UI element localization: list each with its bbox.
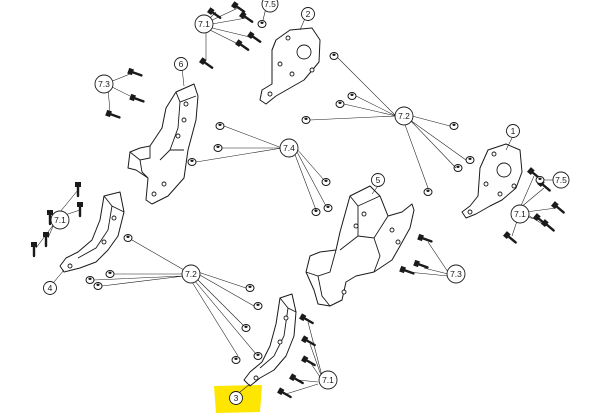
nut-icon [311, 208, 321, 216]
balloon-7-1-right: 7.1 [510, 204, 530, 224]
bolt-icon [77, 202, 83, 218]
nut-icon [241, 324, 251, 332]
nut-icon [187, 158, 197, 166]
balloon-3: 3 [229, 391, 243, 405]
balloon-label: 5 [376, 175, 381, 185]
nut-icon [215, 122, 225, 130]
nut-icon [535, 176, 545, 184]
bolt-icon [503, 231, 517, 244]
nut-icon [123, 234, 133, 242]
balloon-label: 7.3 [98, 79, 110, 89]
balloon-7-1-left: 7.1 [50, 210, 70, 230]
bolt-icon [75, 182, 81, 198]
balloon-4: 4 [43, 281, 57, 295]
balloon-7-3-right: 7.3 [446, 264, 466, 284]
part-2-plate [259, 27, 321, 105]
balloon-7-5-top: 7.5 [261, 0, 279, 13]
balloon-7-4: 7.4 [279, 138, 299, 158]
nut-icon [301, 116, 311, 124]
balloon-7-1-bottom: 7.1 [318, 370, 338, 390]
nut-icon [323, 204, 333, 212]
nuts [85, 20, 545, 364]
bolt-icon [239, 11, 254, 23]
bolt-icon [235, 39, 250, 51]
bolt-icon [417, 233, 433, 243]
nut-icon [465, 156, 475, 164]
bolt-icon [413, 259, 429, 269]
balloon-label: 7.1 [54, 215, 66, 225]
balloon-label: 7.1 [514, 209, 526, 219]
balloon-label: 7.3 [450, 269, 462, 279]
bolt-icon [299, 313, 314, 325]
part-6-mount [127, 83, 199, 205]
nut-icon [321, 178, 331, 186]
balloon-label: 2 [306, 9, 311, 19]
bolt-icon [301, 355, 316, 367]
bolt-icon [289, 373, 304, 385]
balloon-7-3-left: 7.3 [94, 74, 114, 94]
balloon-label: 6 [179, 59, 184, 69]
balloon-label: 3 [234, 393, 239, 403]
balloon-2: 2 [301, 7, 315, 21]
nut-icon [253, 352, 263, 360]
nut-icon [347, 92, 357, 100]
balloon-label: 4 [48, 283, 53, 293]
leader-lines [35, 7, 557, 395]
part-3-bracket [243, 293, 297, 387]
nut-icon [105, 270, 115, 278]
balloon-label: 7.1 [322, 375, 334, 385]
bolt-icon [399, 265, 415, 275]
nut-icon [253, 302, 263, 310]
nut-icon [213, 144, 223, 152]
nut-icon [453, 164, 463, 172]
bolt-icon [47, 210, 53, 226]
bolt-icon [31, 242, 37, 258]
balloon-7-1-top: 7.1 [194, 14, 214, 34]
bolt-icon [43, 232, 49, 248]
balloon-label: 7.5 [264, 0, 276, 9]
nut-icon [423, 188, 433, 196]
balloon-label: 7.2 [185, 269, 197, 279]
part-5-mount [305, 185, 415, 307]
bolt-icon [199, 57, 214, 69]
bolt-icon [277, 387, 292, 399]
bolts [31, 1, 565, 399]
balloon-label: 7.2 [398, 111, 410, 121]
nut-icon [257, 20, 267, 28]
balloon-5: 5 [371, 173, 385, 187]
balloon-label: 7.4 [283, 143, 295, 153]
part-1-plate [461, 143, 523, 219]
nut-icon [329, 52, 339, 60]
nut-icon [449, 122, 459, 130]
nut-icon [93, 282, 103, 290]
bolt-icon [105, 109, 121, 119]
bolt-icon [247, 31, 262, 43]
balloon-7-5-right: 7.5 [552, 171, 570, 189]
nut-icon [245, 284, 255, 292]
nut-icon [85, 276, 95, 284]
nut-icon [231, 356, 241, 364]
bolt-icon [127, 67, 143, 77]
balloon-label: 1 [511, 126, 516, 136]
balloon-7-2-right: 7.2 [394, 106, 414, 126]
bolt-icon [231, 1, 246, 13]
bolt-icon [551, 201, 565, 214]
balloon-label: 7.5 [555, 175, 567, 185]
bolt-icon [129, 93, 145, 103]
balloon-label: 7.1 [198, 19, 210, 29]
bolt-icon [541, 219, 555, 232]
part-4-bracket [59, 191, 125, 273]
balloon-6: 6 [174, 57, 188, 71]
balloon-1: 1 [506, 124, 520, 138]
bolt-icon [301, 335, 316, 347]
nut-icon [335, 100, 345, 108]
balloon-7-2-bottom: 7.2 [181, 264, 201, 284]
